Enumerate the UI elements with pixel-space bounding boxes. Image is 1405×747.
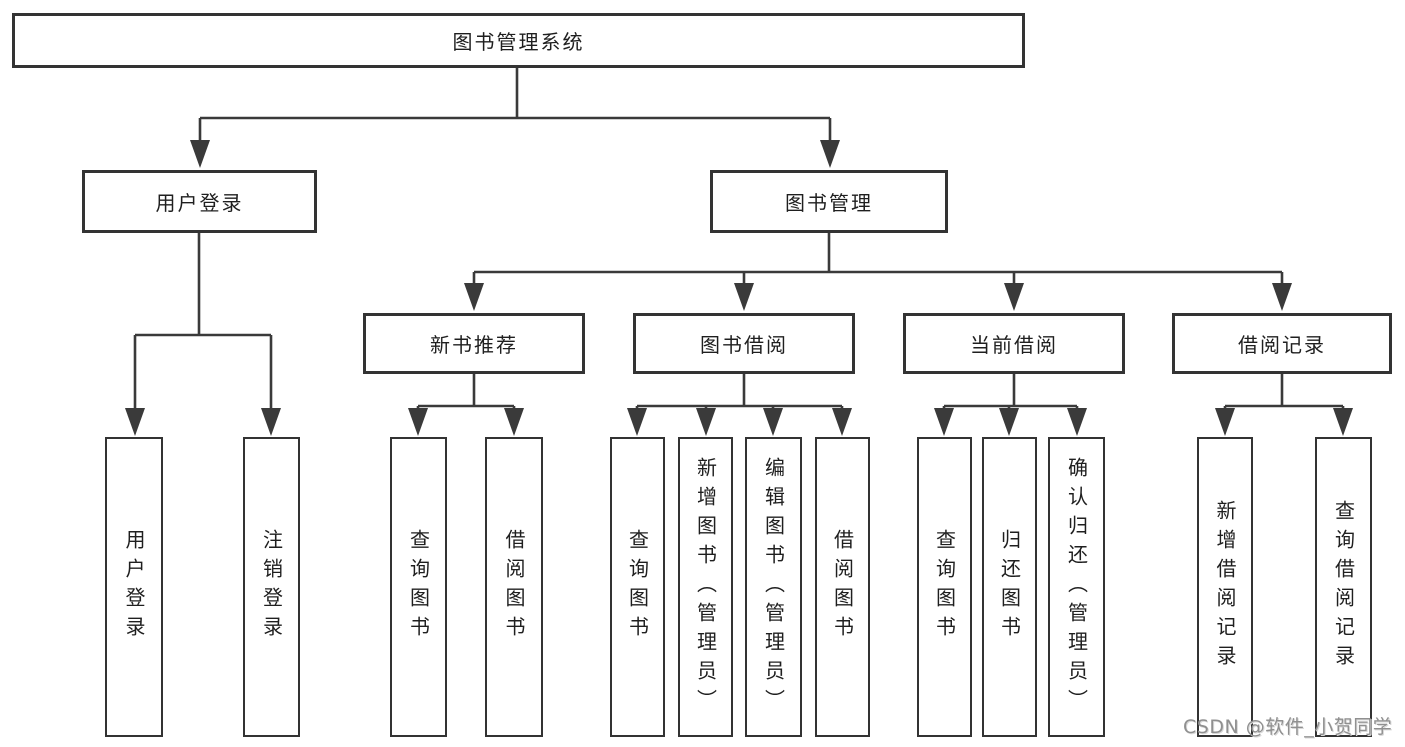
leaf-borrow-books-label: 借阅图书 — [830, 529, 855, 645]
leaf-add-borrow-record: 新增借阅记录 — [1197, 437, 1253, 737]
leaf-edit-book-admin: 编辑图书（管理员） — [745, 437, 802, 737]
node-current-borrow: 当前借阅 — [903, 313, 1125, 374]
node-root: 图书管理系统 — [12, 13, 1025, 68]
leaf-query-books-recommend: 查询图书 — [390, 437, 447, 737]
leaf-query-books-recommend-label: 查询图书 — [406, 529, 431, 645]
leaf-query-borrow-record-label: 查询借阅记录 — [1331, 500, 1356, 674]
leaf-query-borrow-record: 查询借阅记录 — [1315, 437, 1372, 737]
leaf-logout: 注销登录 — [243, 437, 300, 737]
node-user-login: 用户登录 — [82, 170, 317, 233]
leaf-query-books-borrow: 查询图书 — [610, 437, 665, 737]
node-book-management: 图书管理 — [710, 170, 948, 233]
leaf-user-login: 用户登录 — [105, 437, 163, 737]
connector-borrow-records-to-leaves — [1223, 374, 1345, 412]
node-book-borrow-label: 图书借阅 — [700, 333, 788, 357]
node-current-borrow-label: 当前借阅 — [970, 333, 1058, 357]
leaf-borrow-books-recommend-label: 借阅图书 — [502, 529, 526, 645]
watermark: CSDN @软件_小贺同学 — [1183, 716, 1393, 738]
connector-book-mgmt-to-level3 — [472, 233, 1284, 289]
leaf-confirm-return-admin-label: 确认归还（管理员） — [1064, 456, 1089, 718]
leaf-query-books-current: 查询图书 — [917, 437, 972, 737]
node-root-label: 图书管理系统 — [452, 30, 585, 54]
connector-current-borrow-to-leaves — [942, 374, 1079, 412]
connector-book-borrow-to-leaves — [635, 374, 844, 412]
node-borrow-records: 借阅记录 — [1172, 313, 1392, 374]
leaf-query-books-borrow-label: 查询图书 — [625, 529, 650, 645]
leaf-borrow-books: 借阅图书 — [815, 437, 870, 737]
node-book-management-label: 图书管理 — [785, 191, 873, 215]
leaf-confirm-return-admin: 确认归还（管理员） — [1048, 437, 1105, 737]
leaf-add-borrow-record-label: 新增借阅记录 — [1213, 500, 1237, 674]
node-borrow-records-label: 借阅记录 — [1238, 333, 1326, 357]
leaf-add-book-admin: 新增图书（管理员） — [678, 437, 733, 737]
leaf-add-book-admin-label: 新增图书（管理员） — [693, 456, 718, 718]
leaf-return-book: 归还图书 — [982, 437, 1037, 737]
leaf-query-books-current-label: 查询图书 — [932, 529, 957, 645]
connector-new-book-to-leaves — [416, 374, 516, 412]
arrowheads — [125, 140, 1353, 436]
connector-root-to-level2 — [198, 68, 832, 146]
leaf-logout-label: 注销登录 — [259, 529, 284, 645]
leaf-user-login-label: 用户登录 — [122, 529, 146, 645]
leaf-edit-book-admin-label: 编辑图书（管理员） — [761, 456, 786, 718]
node-new-book-recommend-label: 新书推荐 — [430, 333, 518, 357]
connector-user-login-to-leaves — [133, 233, 273, 412]
node-user-login-label: 用户登录 — [155, 191, 244, 215]
leaf-borrow-books-recommend: 借阅图书 — [485, 437, 543, 737]
node-book-borrow: 图书借阅 — [633, 313, 855, 374]
node-new-book-recommend: 新书推荐 — [363, 313, 585, 374]
leaf-return-book-label: 归还图书 — [997, 529, 1022, 645]
